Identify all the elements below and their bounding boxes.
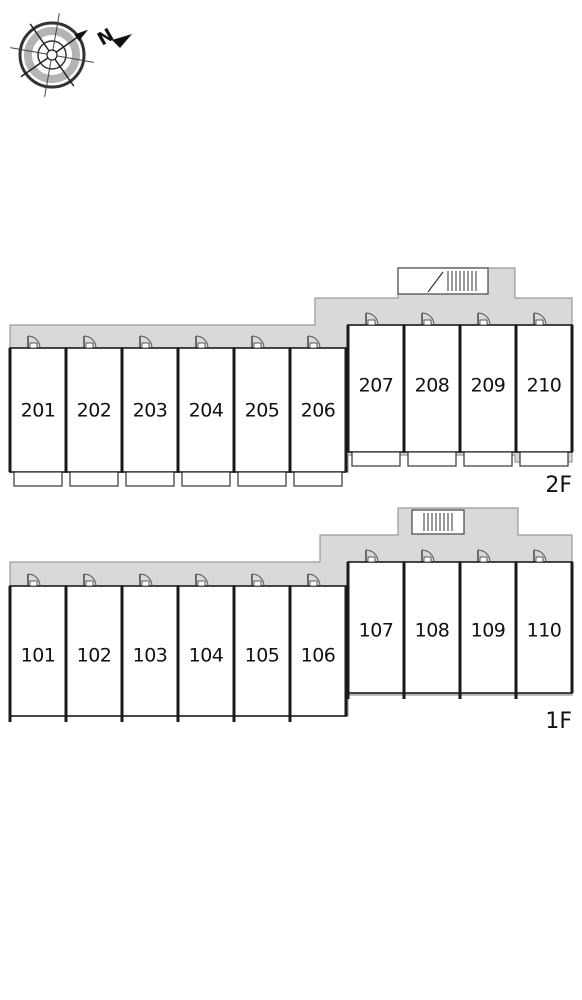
floor-label: 1F xyxy=(545,709,572,734)
unit-210: 210 xyxy=(514,312,574,467)
door-icon xyxy=(533,312,547,326)
unit-number: 103 xyxy=(133,645,168,667)
unit-number: 107 xyxy=(359,620,394,642)
unit-number: 110 xyxy=(527,620,562,642)
door-icon xyxy=(421,312,435,326)
north-indicator: N xyxy=(94,25,132,51)
unit-109: 109 xyxy=(458,549,517,699)
unit-number: 109 xyxy=(471,620,506,642)
balcony xyxy=(69,471,119,487)
unit-205: 205 xyxy=(232,335,291,487)
unit-room xyxy=(403,324,461,453)
unit-110: 110 xyxy=(514,549,574,699)
unit-number: 209 xyxy=(471,375,506,397)
unit-room xyxy=(347,561,405,694)
balcony xyxy=(407,451,457,467)
balcony xyxy=(351,451,401,467)
door-icon xyxy=(251,573,265,587)
door-icon xyxy=(83,335,97,349)
unit-number: 205 xyxy=(245,400,280,422)
unit-206: 206 xyxy=(288,335,348,487)
staircase xyxy=(411,509,465,535)
unit-room xyxy=(515,324,573,453)
door-icon xyxy=(307,335,321,349)
door-icon xyxy=(27,573,41,587)
unit-number: 202 xyxy=(77,400,112,422)
unit-room xyxy=(121,585,179,717)
unit-108: 108 xyxy=(402,549,461,699)
unit-number: 105 xyxy=(245,645,280,667)
unit-room xyxy=(347,324,405,453)
unit-room xyxy=(233,585,291,717)
unit-209: 209 xyxy=(458,312,517,467)
unit-105: 105 xyxy=(232,573,291,722)
north-label: N xyxy=(94,25,118,51)
door-icon xyxy=(477,312,491,326)
door-icon xyxy=(251,335,265,349)
door-icon xyxy=(477,549,491,563)
staircase xyxy=(397,267,489,295)
unit-room xyxy=(289,585,347,717)
door-icon xyxy=(421,549,435,563)
unit-number: 106 xyxy=(301,645,336,667)
unit-number: 104 xyxy=(189,645,224,667)
unit-number: 102 xyxy=(77,645,112,667)
door-icon xyxy=(365,312,379,326)
unit-number: 208 xyxy=(415,375,450,397)
door-icon xyxy=(139,573,153,587)
unit-number: 206 xyxy=(301,400,336,422)
unit-number: 204 xyxy=(189,400,224,422)
unit-number: 210 xyxy=(527,375,562,397)
balcony xyxy=(463,451,513,467)
unit-101: 101 xyxy=(8,573,67,722)
unit-107: 107 xyxy=(346,549,405,699)
north-arrow-icon xyxy=(112,34,132,48)
unit-207: 207 xyxy=(346,312,405,467)
unit-208: 208 xyxy=(402,312,461,467)
unit-number: 207 xyxy=(359,375,394,397)
door-icon xyxy=(139,335,153,349)
unit-204: 204 xyxy=(176,335,235,487)
unit-room xyxy=(459,324,517,453)
balcony xyxy=(181,471,231,487)
unit-number: 101 xyxy=(21,645,56,667)
unit-103: 103 xyxy=(120,573,179,722)
unit-201: 201 xyxy=(8,335,67,487)
door-icon xyxy=(27,335,41,349)
unit-room xyxy=(121,347,179,473)
unit-room xyxy=(65,585,123,717)
balcony xyxy=(293,471,343,487)
unit-number: 108 xyxy=(415,620,450,642)
balcony xyxy=(13,471,63,487)
door-icon xyxy=(195,573,209,587)
unit-room xyxy=(177,585,235,717)
unit-number: 203 xyxy=(133,400,168,422)
door-icon xyxy=(365,549,379,563)
balcony xyxy=(519,451,569,467)
door-icon xyxy=(307,573,321,587)
balcony xyxy=(237,471,287,487)
unit-104: 104 xyxy=(176,573,235,722)
floor-label: 2F xyxy=(545,473,572,498)
unit-102: 102 xyxy=(64,573,123,722)
unit-202: 202 xyxy=(64,335,123,487)
door-icon xyxy=(533,549,547,563)
door-icon xyxy=(195,335,209,349)
floor-2f: 201 202 203 204 205 206 207 208 209 210 2F xyxy=(8,267,574,498)
unit-number: 201 xyxy=(21,400,56,422)
balcony xyxy=(125,471,175,487)
floor-1f: 101 102 103 104 105 106 107 108 109 110 1F xyxy=(8,507,574,734)
unit-room xyxy=(515,561,573,694)
unit-203: 203 xyxy=(120,335,179,487)
compass-rose-icon xyxy=(10,13,94,97)
door-icon xyxy=(83,573,97,587)
unit-106: 106 xyxy=(288,573,348,722)
